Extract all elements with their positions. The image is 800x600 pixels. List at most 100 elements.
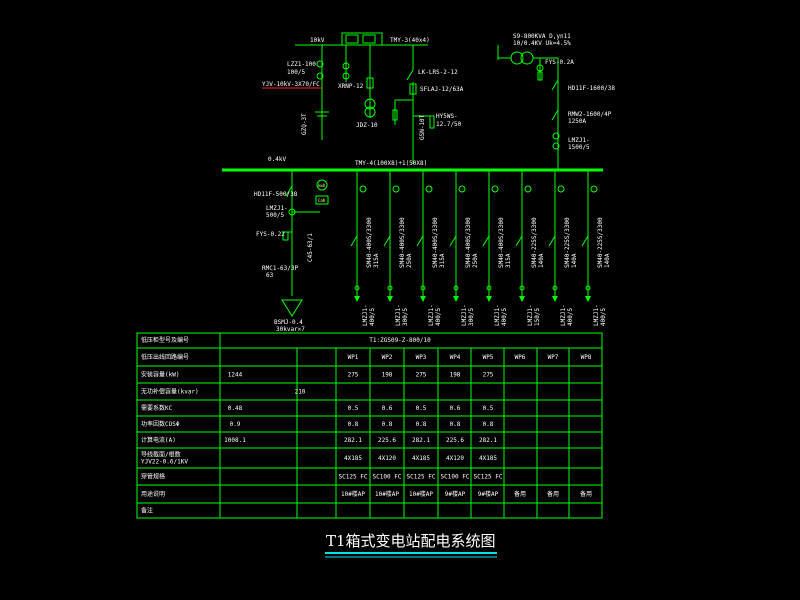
- feeder-breaker-label: SM40-225S/3300140A: [564, 217, 578, 268]
- table-row-label: 穿管规格: [141, 473, 165, 481]
- feeder-breaker-line: 315A: [439, 253, 446, 268]
- table-cell: 0.5: [348, 405, 359, 412]
- table-cell: 282.1: [412, 437, 430, 444]
- table-cell: SC125 FC: [407, 474, 436, 481]
- table-cell: 0.5: [483, 405, 494, 412]
- feeder-7: SM40-225S/3300140A LMZJ1-400/5: [548, 170, 578, 326]
- feeder-ct-line: LMZJ1-: [593, 304, 600, 326]
- feeder-8: SM40-225S/3300140A LMZJ1-400/5: [581, 170, 611, 326]
- table-row-label-line: 无功补偿容量(kvar): [141, 388, 199, 396]
- table-cell: 210: [295, 389, 306, 396]
- table-cell: 0.6: [382, 405, 393, 412]
- lv-bus-spec: TMY-4(100X8)+1(50X8): [355, 160, 427, 167]
- feeder-breaker-label: SM40-225S/3300140A: [597, 217, 611, 268]
- feeder-ct-label: LMZJ1-400/5: [593, 304, 607, 326]
- tx-breaker-label: HD11F-1600/38: [568, 85, 615, 92]
- table-cell: SC125 FC: [474, 474, 503, 481]
- table-cell: WP8: [581, 354, 592, 361]
- feeder-breaker-line: SM40-400S/3300: [465, 217, 472, 268]
- arrester2-label: HY5WS-12.7/50: [436, 113, 462, 128]
- feeder-ct-line: 400/5: [567, 308, 574, 326]
- feeder-breaker-blade: [350, 235, 358, 247]
- cap-arrester-icon: [282, 231, 289, 241]
- cap-fuse-label: C45-63/1: [307, 233, 314, 262]
- table-cell: 0.48: [228, 405, 243, 412]
- feeder-breaker-label: SM40-400S/3300315A: [432, 217, 446, 268]
- feeder-ct-icon: [387, 285, 393, 291]
- tx-breaker-blade: [551, 79, 559, 91]
- hv-indicator-2: [362, 34, 376, 44]
- table-row-label-line: 低压出线回路编号: [141, 353, 189, 361]
- feeder-breaker-line: SM40-400S/3300: [366, 217, 373, 268]
- table-cell: 282.1: [344, 437, 362, 444]
- feeder-arrow-icon: [420, 296, 426, 302]
- feeder-ct-line: LMZJ1-: [494, 304, 501, 326]
- ammeter-icon: [392, 185, 400, 193]
- table-cell: WP2: [382, 354, 393, 361]
- fuse2-icon: [409, 83, 417, 95]
- lv-section: 0.4kV TMY-4(100X8)+1(50X8) HD11F-500/38 …: [222, 156, 611, 333]
- feeder-ct-label: LMZJ1-400/5: [560, 304, 574, 326]
- feeder-breaker-line: SM40-400S/3300: [498, 217, 505, 268]
- feeder-ct-line: 400/5: [369, 308, 376, 326]
- feeder-ct-label: LMZJ1-400/5: [428, 304, 442, 326]
- feeder-breaker-label: SM40-225S/3300140A: [531, 217, 545, 268]
- cap-ct-icon: [288, 208, 296, 216]
- pt-ct-icon: [342, 62, 350, 70]
- table-cell: 备用: [514, 490, 526, 498]
- table-row-label: 无功补偿容量(kvar): [141, 388, 199, 396]
- feeder-breaker-line: SM40-225S/3300: [531, 217, 538, 268]
- table-cell: WP3: [416, 354, 427, 361]
- feeder-ct-label: LMZJ1-300/5: [461, 304, 475, 326]
- hv-arrester-label: GZQ-3T: [301, 113, 308, 135]
- table-row-label-line: 穿管规格: [141, 473, 165, 481]
- feeder-ct-line: 400/5: [435, 308, 442, 326]
- feeder-ct-icon: [519, 285, 525, 291]
- feeder-ct-line: 300/5: [402, 308, 409, 326]
- cap-ct-label: LMZJ1-500/5: [266, 205, 288, 219]
- feeder-breaker-label: SM40-400S/3300315A: [498, 217, 512, 268]
- feeder-group: SM40-400S/3300315ALMZJ1-400/5SM40-400S/3…: [350, 170, 611, 326]
- table-cell: 0.6: [450, 405, 461, 412]
- feeder-breaker-line: 140A: [604, 253, 611, 268]
- feeder-ct-icon: [420, 285, 426, 291]
- table-cell: 275: [348, 372, 359, 379]
- feeder-ct-line: LMZJ1-: [395, 304, 402, 326]
- feeder-breaker-blade: [416, 235, 424, 247]
- ammeter-icon: [359, 185, 367, 193]
- feeder-breaker-blade: [482, 235, 490, 247]
- feeder-ct-label: LMZJ1-400/5: [362, 304, 376, 326]
- ammeter-icon: [524, 185, 532, 193]
- table-cell: 4X185: [344, 455, 362, 462]
- table-cell: 1244: [228, 372, 243, 379]
- feeder-ct-line: LMZJ1-: [362, 304, 369, 326]
- feeder-ct-line: LMZJ1-: [428, 304, 435, 326]
- ammeter-icon: [590, 185, 598, 193]
- table-row-label: 用途说明: [141, 490, 165, 498]
- page-title: T1箱式变电站配电系统图: [326, 532, 496, 550]
- feeder-breaker-label: SM40-400S/3300250A: [399, 217, 413, 268]
- table-cell: 225.6: [378, 437, 396, 444]
- pt-ct-icon-2: [342, 72, 350, 80]
- feeder-ct-icon: [552, 285, 558, 291]
- feeder-ct-icon: [486, 285, 492, 291]
- table-cell: SC100 FC: [373, 474, 402, 481]
- table-row-label-line: 功率因数COSΦ: [141, 420, 180, 428]
- feeder-breaker-label: SM40-400S/3300315A: [366, 217, 380, 268]
- feeder-ct-icon: [585, 285, 591, 291]
- feeder-breaker-line: 140A: [538, 253, 545, 268]
- table-row-label: 安装容量(kW): [141, 371, 179, 379]
- feeder-breaker-blade: [449, 235, 457, 247]
- feeder-breaker-blade: [515, 235, 523, 247]
- table-cell: SC125 FC: [339, 474, 368, 481]
- table-cell: 225.6: [446, 437, 464, 444]
- feeder-breaker-blade: [581, 235, 589, 247]
- table-cell: 0.8: [483, 421, 494, 428]
- ammeter-icon: [458, 185, 466, 193]
- table-cell: 备用: [547, 490, 559, 498]
- table-cell: 1008.1: [224, 437, 246, 444]
- hv-bus-spec: TMY-3(40x4): [390, 37, 430, 44]
